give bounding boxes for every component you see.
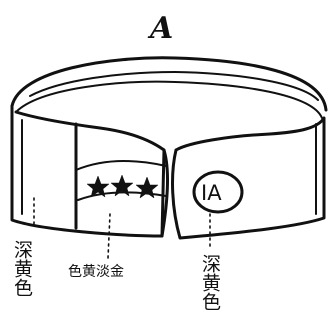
ia-badge: IA — [192, 170, 244, 214]
label-right-panel: 深黄色 — [199, 254, 221, 311]
figure-title: A — [147, 11, 173, 46]
star-icon-3 — [135, 176, 159, 199]
badge-text: IA — [201, 181, 222, 205]
armband-right-half — [171, 116, 326, 240]
leader-middle — [107, 213, 111, 259]
armband-left-half — [10, 104, 170, 238]
middle-panel — [75, 160, 167, 201]
star-icon-2 — [110, 174, 134, 197]
star-icon-1 — [86, 175, 110, 198]
armband-rim — [10, 56, 328, 119]
label-left-panel: 深黄色 — [11, 240, 33, 297]
label-middle-panel: 色黄淡金 — [68, 263, 124, 280]
